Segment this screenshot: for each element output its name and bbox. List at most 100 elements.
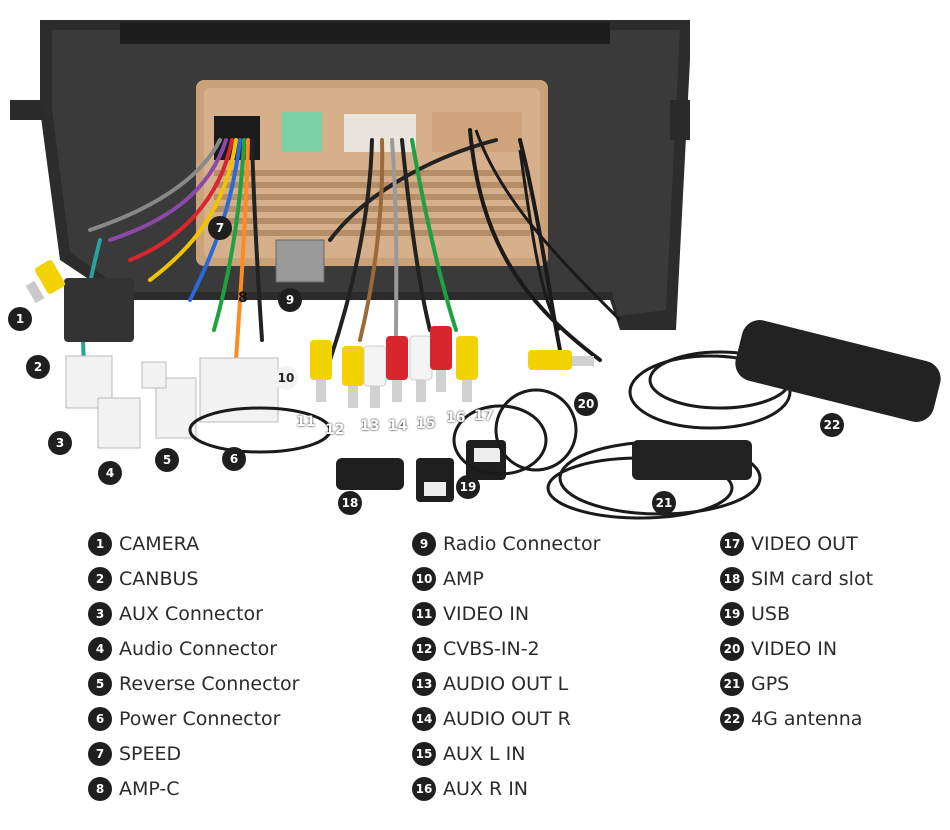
legend-item: 9 Radio Connector [412, 526, 600, 561]
legend-item: 4 Audio Connector [88, 631, 299, 666]
callout-label: 8 [238, 290, 248, 306]
callout-label: 12 [325, 422, 345, 438]
legend-label: AUX R IN [443, 777, 529, 800]
legend-item: 7 SPEED [88, 736, 299, 771]
legend-item: 16 AUX R IN [412, 771, 600, 806]
legend-number-badge: 18 [720, 566, 744, 591]
legend-item: 11 VIDEO IN [412, 596, 600, 631]
legend-number-badge: 7 [88, 741, 112, 766]
legend-label: AUX Connector [119, 602, 263, 625]
legend-item: 8 AMP-C [88, 771, 299, 806]
legend-number-badge: 8 [88, 776, 112, 801]
legend-number-badge: 22 [720, 706, 744, 731]
legend-number-badge: 2 [88, 566, 112, 591]
callout-label: 11 [296, 414, 316, 430]
callout-badge: 21 [652, 491, 676, 515]
usb-connectors [416, 440, 506, 502]
rca-plugs [310, 326, 594, 408]
legend-label: Audio Connector [119, 637, 278, 660]
callout-badge: 6 [222, 447, 246, 471]
sim-module [336, 458, 404, 490]
legend-label: SIM card slot [751, 567, 874, 590]
callout-badge: 9 [278, 288, 302, 312]
connector-blocks [64, 239, 325, 449]
callout-label: 17 [474, 408, 494, 424]
legend-number-badge: 17 [720, 531, 744, 556]
legend-label: Reverse Connector [119, 672, 300, 695]
cable-coils [188, 350, 792, 520]
gps-antenna [632, 440, 752, 480]
legend-number-badge: 19 [720, 601, 744, 626]
camera-rca-plug [25, 260, 66, 304]
legend-label: CANBUS [119, 567, 199, 590]
legend-item: 5 Reverse Connector [88, 666, 299, 701]
antenna-cables [474, 129, 622, 331]
legend-item: 22 4G antenna [720, 701, 873, 736]
legend-label: Radio Connector [443, 532, 601, 555]
legend-label: AMP-C [119, 777, 180, 800]
legend-label: SPEED [119, 742, 182, 765]
legend-label: AUDIO OUT R [443, 707, 571, 730]
product-photo [10, 20, 941, 520]
legend-item: 15 AUX L IN [412, 736, 600, 771]
legend-label: VIDEO OUT [751, 532, 858, 555]
callout-label: 16 [446, 410, 466, 426]
callout-badge: 2 [26, 355, 50, 379]
legend-number-badge: 15 [412, 741, 436, 766]
legend-number-badge: 12 [412, 636, 436, 661]
legend-item: 14 AUDIO OUT R [412, 701, 600, 736]
legend-number-badge: 3 [88, 601, 112, 626]
legend-label: AMP [443, 567, 484, 590]
legend-item: 3 AUX Connector [88, 596, 299, 631]
legend-column-1: 1 CAMERA 2 CANBUS 3 AUX Connector 4 Audio Co… [88, 526, 299, 806]
legend-item: 17 VIDEO OUT [720, 526, 873, 561]
legend-label: AUDIO OUT L [443, 672, 569, 695]
legend-label: CVBS-IN-2 [443, 637, 540, 660]
callout-badge: 3 [48, 431, 72, 455]
callout-badge: 18 [338, 491, 362, 515]
legend-label: USB [751, 602, 791, 625]
legend-label: Power Connector [119, 707, 281, 730]
callout-badge: 19 [456, 475, 480, 499]
callout-badge: 1 [8, 307, 32, 331]
callout-badge: 7 [208, 216, 232, 240]
callout-label: 13 [360, 418, 380, 434]
legend-number-badge: 5 [88, 671, 112, 696]
callout-label: 15 [416, 416, 436, 432]
legend-item: 18 SIM card slot [720, 561, 873, 596]
legend-item: 20 VIDEO IN [720, 631, 873, 666]
legend-number-badge: 14 [412, 706, 436, 731]
legend: 1 CAMERA 2 CANBUS 3 AUX Connector 4 Audio Co… [0, 526, 950, 826]
legend-label: VIDEO IN [751, 637, 838, 660]
legend-number-badge: 13 [412, 671, 436, 696]
legend-label: AUX L IN [443, 742, 526, 765]
legend-column-3: 17 VIDEO OUT 18 SIM card slot 19 USB 20 VIDE… [720, 526, 873, 736]
callout-label: 14 [388, 418, 408, 434]
legend-number-badge: 4 [88, 636, 112, 661]
legend-number-badge: 21 [720, 671, 744, 696]
legend-number-badge: 1 [88, 531, 112, 556]
legend-number-badge: 20 [720, 636, 744, 661]
legend-item: 19 USB [720, 596, 873, 631]
legend-label: GPS [751, 672, 790, 695]
legend-item: 2 CANBUS [88, 561, 299, 596]
legend-item: 12 CVBS-IN-2 [412, 631, 600, 666]
wiring-harness [81, 128, 602, 362]
legend-number-badge: 9 [412, 531, 436, 556]
callout-badge: 4 [98, 461, 122, 485]
callout-badge: 20 [574, 392, 598, 416]
legend-number-badge: 6 [88, 706, 112, 731]
legend-item: 6 Power Connector [88, 701, 299, 736]
legend-label: CAMERA [119, 532, 200, 555]
legend-label: VIDEO IN [443, 602, 530, 625]
lte-antenna [735, 320, 941, 422]
callout-badge: 22 [820, 413, 844, 437]
legend-number-badge: 11 [412, 601, 436, 626]
legend-item: 13 AUDIO OUT L [412, 666, 600, 701]
legend-label: 4G antenna [751, 707, 863, 730]
callout-badge: 10 [274, 366, 298, 390]
legend-number-badge: 16 [412, 776, 436, 801]
legend-item: 1 CAMERA [88, 526, 299, 561]
